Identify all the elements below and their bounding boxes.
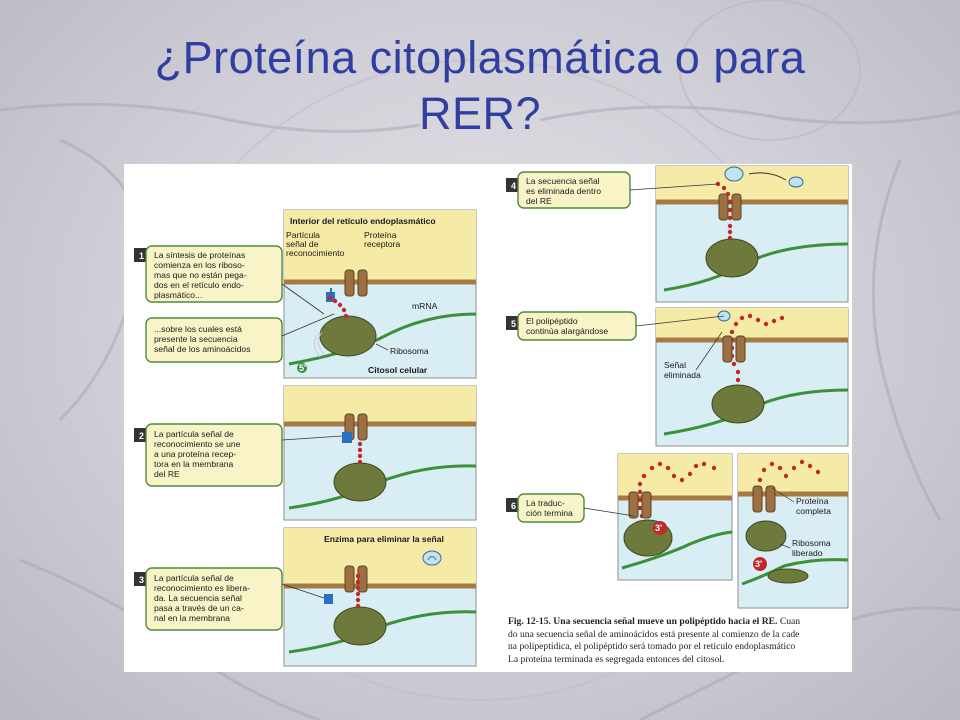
step-number: 6 bbox=[511, 501, 516, 511]
mrna-strand bbox=[288, 312, 477, 366]
five-prime-label: 5' bbox=[299, 363, 306, 373]
signal-enzyme-icon bbox=[724, 166, 744, 182]
signal-enzyme-icon bbox=[422, 550, 442, 566]
caption-line-2: do una secuencia señal de aminoácidos es… bbox=[508, 628, 800, 640]
three-prime-label: 3' bbox=[655, 523, 662, 533]
ribosome bbox=[333, 606, 387, 646]
panel-2 bbox=[283, 385, 477, 521]
step-6-text: La traduc-ción termina bbox=[526, 498, 573, 518]
ribosome bbox=[705, 238, 759, 278]
title-line-1: ¿Proteína citoplasmática o para bbox=[154, 32, 806, 83]
polypeptide-chain bbox=[327, 295, 349, 319]
step-number: 4 bbox=[511, 181, 516, 191]
caption-bold: Fig. 12-15. Una secuencia señal mueve un… bbox=[508, 616, 778, 627]
ribosome-large-subunit bbox=[745, 520, 787, 552]
ribosome bbox=[711, 384, 765, 424]
figure-caption: Fig. 12-15. Una secuencia señal mueve un… bbox=[508, 616, 852, 666]
polypeptide-chain bbox=[357, 441, 363, 465]
step-number: 3 bbox=[139, 575, 144, 585]
figure-srp-pathway: Interior del retículo endoplasmático 5' … bbox=[124, 164, 852, 672]
ribosome bbox=[319, 315, 377, 357]
panel-3: Enzima para eliminar la señal bbox=[283, 527, 477, 667]
srp-bound bbox=[342, 432, 352, 443]
enzyme-label: Enzima para eliminar la señal bbox=[324, 534, 444, 544]
caption-line-4: La proteína terminada es segregada enton… bbox=[508, 653, 725, 665]
ribosome-label: Ribosoma bbox=[390, 346, 429, 356]
step-number: 1 bbox=[139, 251, 144, 261]
er-interior-label: Interior del retículo endoplasmático bbox=[290, 216, 436, 226]
completed-protein bbox=[757, 459, 821, 483]
cytosol-label: Citosol celular bbox=[368, 365, 428, 375]
step-number: 2 bbox=[139, 431, 144, 441]
panel-1: Interior del retículo endoplasmático 5' … bbox=[283, 209, 477, 379]
polypeptide-chain bbox=[715, 181, 733, 241]
ribosome-small-subunit bbox=[767, 568, 809, 584]
caption-line-3: na polipeptídica, el polipéptido será to… bbox=[508, 641, 796, 652]
mrna-label: mRNA bbox=[412, 301, 438, 311]
slide-title: ¿Proteína citoplasmática o para RER? bbox=[0, 30, 960, 142]
three-prime-label: 3' bbox=[755, 559, 762, 569]
polypeptide-chain bbox=[355, 573, 361, 609]
panel-6a: 3' bbox=[617, 453, 733, 581]
figure-svg: Interior del retículo endoplasmático 5' … bbox=[134, 165, 849, 667]
step-number: 5 bbox=[511, 319, 516, 329]
callout-step-6: 6 La traduc-ción termina bbox=[506, 493, 635, 523]
ribosome bbox=[333, 462, 387, 502]
caption-bold-tail: Cuan bbox=[777, 616, 801, 627]
title-line-2: RER? bbox=[418, 88, 542, 139]
panel-4 bbox=[655, 165, 849, 303]
srp-released bbox=[324, 594, 333, 604]
